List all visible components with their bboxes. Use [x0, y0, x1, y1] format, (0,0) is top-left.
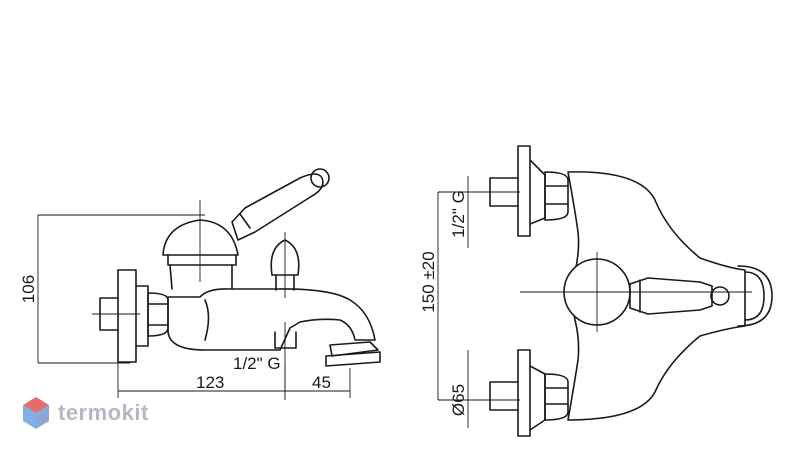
lever-knob-top: [710, 286, 730, 306]
handle-knob: [310, 168, 330, 188]
lever-handle-side: [231, 173, 324, 241]
upper-flange: [517, 145, 531, 237]
dim-depth-123: 123: [196, 373, 224, 392]
spout-outlet: [329, 341, 379, 357]
upper-nut: [544, 171, 569, 221]
dim-flange-65: Ø65: [449, 384, 468, 416]
cartridge-dome: [162, 219, 239, 256]
dim-height-106: 106: [19, 275, 38, 303]
top-view: 150 ±20 1/2" G Ø65: [419, 145, 773, 437]
hex-nut-side: [147, 292, 169, 337]
dim-depth-45: 45: [312, 373, 331, 392]
dim-thread-top: 1/2" G: [449, 190, 468, 238]
lever-handle-top: [629, 277, 713, 315]
dim-centers-150: 150 ±20: [419, 251, 438, 312]
mixer-body-side: [167, 288, 376, 351]
lower-nut: [544, 373, 569, 421]
brand-cube-icon: [23, 397, 49, 429]
brand-name: termokit: [58, 400, 149, 425]
brand-logo: termokit: [22, 396, 149, 430]
lower-flange: [517, 349, 531, 437]
dim-thread-side: 1/2" G: [233, 354, 281, 373]
wall-flange-side: [117, 269, 137, 363]
side-view: 106 1/2" G: [19, 168, 381, 400]
spout-end-top: [737, 265, 773, 327]
